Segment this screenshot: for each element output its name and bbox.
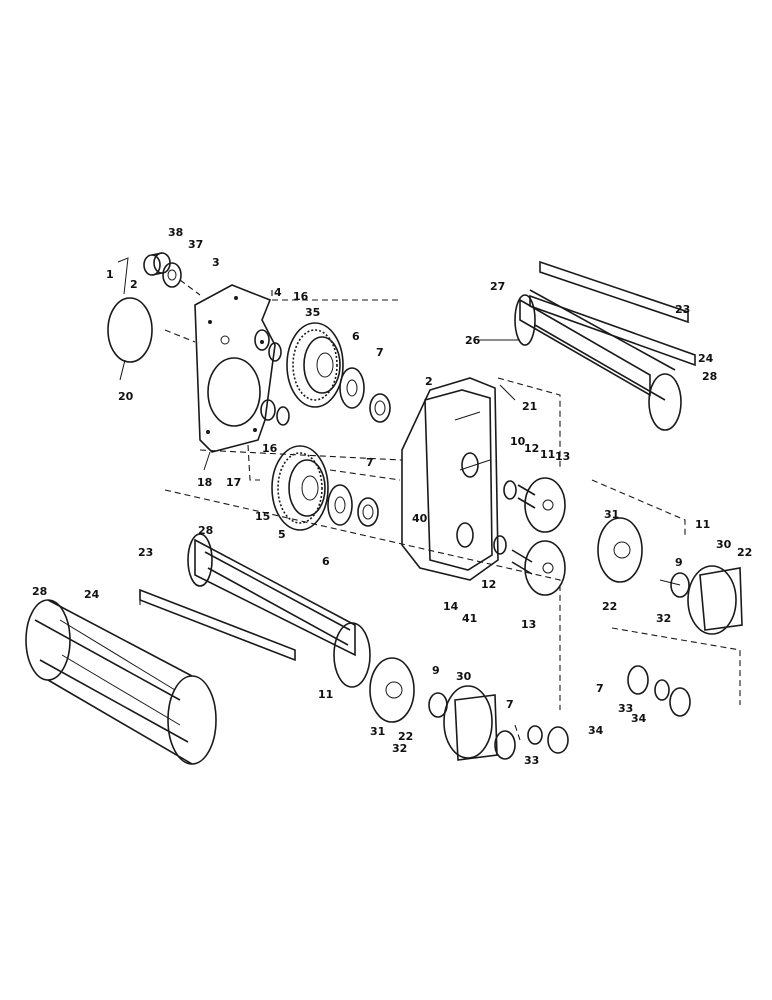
callout-27: 27 [490,280,505,293]
callout-34: 34 [631,712,647,725]
upper-hub [339,367,365,409]
callout-35: 35 [305,306,320,319]
callout-40: 40 [412,512,428,525]
callout-13-lower: 13 [521,618,536,631]
cover-plate [194,284,276,453]
callout-15: 15 [255,510,270,523]
cap-and-seal [143,252,182,288]
callout-38: 38 [168,226,183,239]
callout-7-lower: 7 [366,456,374,469]
callout-37: 37 [188,238,203,251]
callout-28-lower: 28 [198,524,213,537]
lower-hub [327,484,353,526]
callout-9: 9 [675,556,683,569]
callout-21: 21 [522,400,537,413]
callout-16-lower: 16 [262,442,278,455]
callout-4: 4 [274,286,282,299]
callout-10: 10 [510,435,526,448]
callout-31-lower: 31 [370,725,385,738]
lower-bearing-housing [369,657,569,761]
callout-30-lower: 30 [456,670,472,683]
callout-12: 12 [524,442,539,455]
callout-28: 28 [702,370,717,383]
gearbox-housing [401,377,499,581]
callout-24-lower: 24 [84,588,100,601]
callout-24: 24 [698,352,714,365]
upper-bearing [369,393,391,423]
callout-33-lower: 33 [524,754,539,767]
gasket-ring [107,297,153,363]
callout-22-lower: 22 [398,730,413,743]
callout-22-right: 22 [602,600,617,613]
callout-2: 2 [130,278,138,291]
callout-22: 22 [737,546,752,559]
callout-20: 20 [118,390,134,403]
callout-31: 31 [604,508,619,521]
callout-28-reel: 28 [32,585,47,598]
callout-23-lower: 23 [138,546,153,559]
callout-18: 18 [197,476,212,489]
callout-7-right: 7 [596,682,604,695]
callout-34-lower: 34 [588,724,604,737]
callout-3: 3 [212,256,220,269]
callout-6-lower: 6 [322,555,330,568]
lower-gear [271,445,329,531]
callout-16: 16 [293,290,309,303]
washers-upper [254,329,290,426]
reel-assembly [25,599,217,765]
callout-14: 14 [443,600,459,613]
callout-30: 30 [716,538,732,551]
right-bearing-housing [597,517,743,635]
callout-23: 23 [675,303,690,316]
callout-26: 26 [465,334,481,347]
callout-33: 33 [618,702,633,715]
right-lower-bearing [627,665,691,717]
callout-7-lower-right: 7 [506,698,514,711]
callout-11-right: 11 [695,518,710,531]
callout-9-lower: 9 [432,664,440,677]
callout-12-lower: 12 [481,578,496,591]
callout-5: 5 [278,528,286,541]
callout-11-lower: 11 [318,688,333,701]
callout-labels: 38 37 1 2 3 4 16 35 6 7 20 18 16 17 15 5… [32,226,752,767]
callout-41: 41 [462,612,477,625]
callout-13: 13 [555,450,570,463]
lower-rotor [139,533,371,688]
callout-2-housing: 2 [425,375,433,388]
leader-lines [117,257,681,586]
lower-bearing [357,497,379,527]
upper-flange [503,477,566,533]
assembly-lines [139,279,741,741]
callout-7: 7 [376,346,384,359]
lower-flange [493,535,566,596]
callout-32: 32 [656,612,671,625]
upper-rotor [514,260,696,431]
callout-1: 1 [106,268,114,281]
callout-6: 6 [352,330,360,343]
upper-gear [286,322,344,408]
callout-32-lower: 32 [392,742,407,755]
callout-11: 11 [540,448,555,461]
callout-17: 17 [226,476,241,489]
